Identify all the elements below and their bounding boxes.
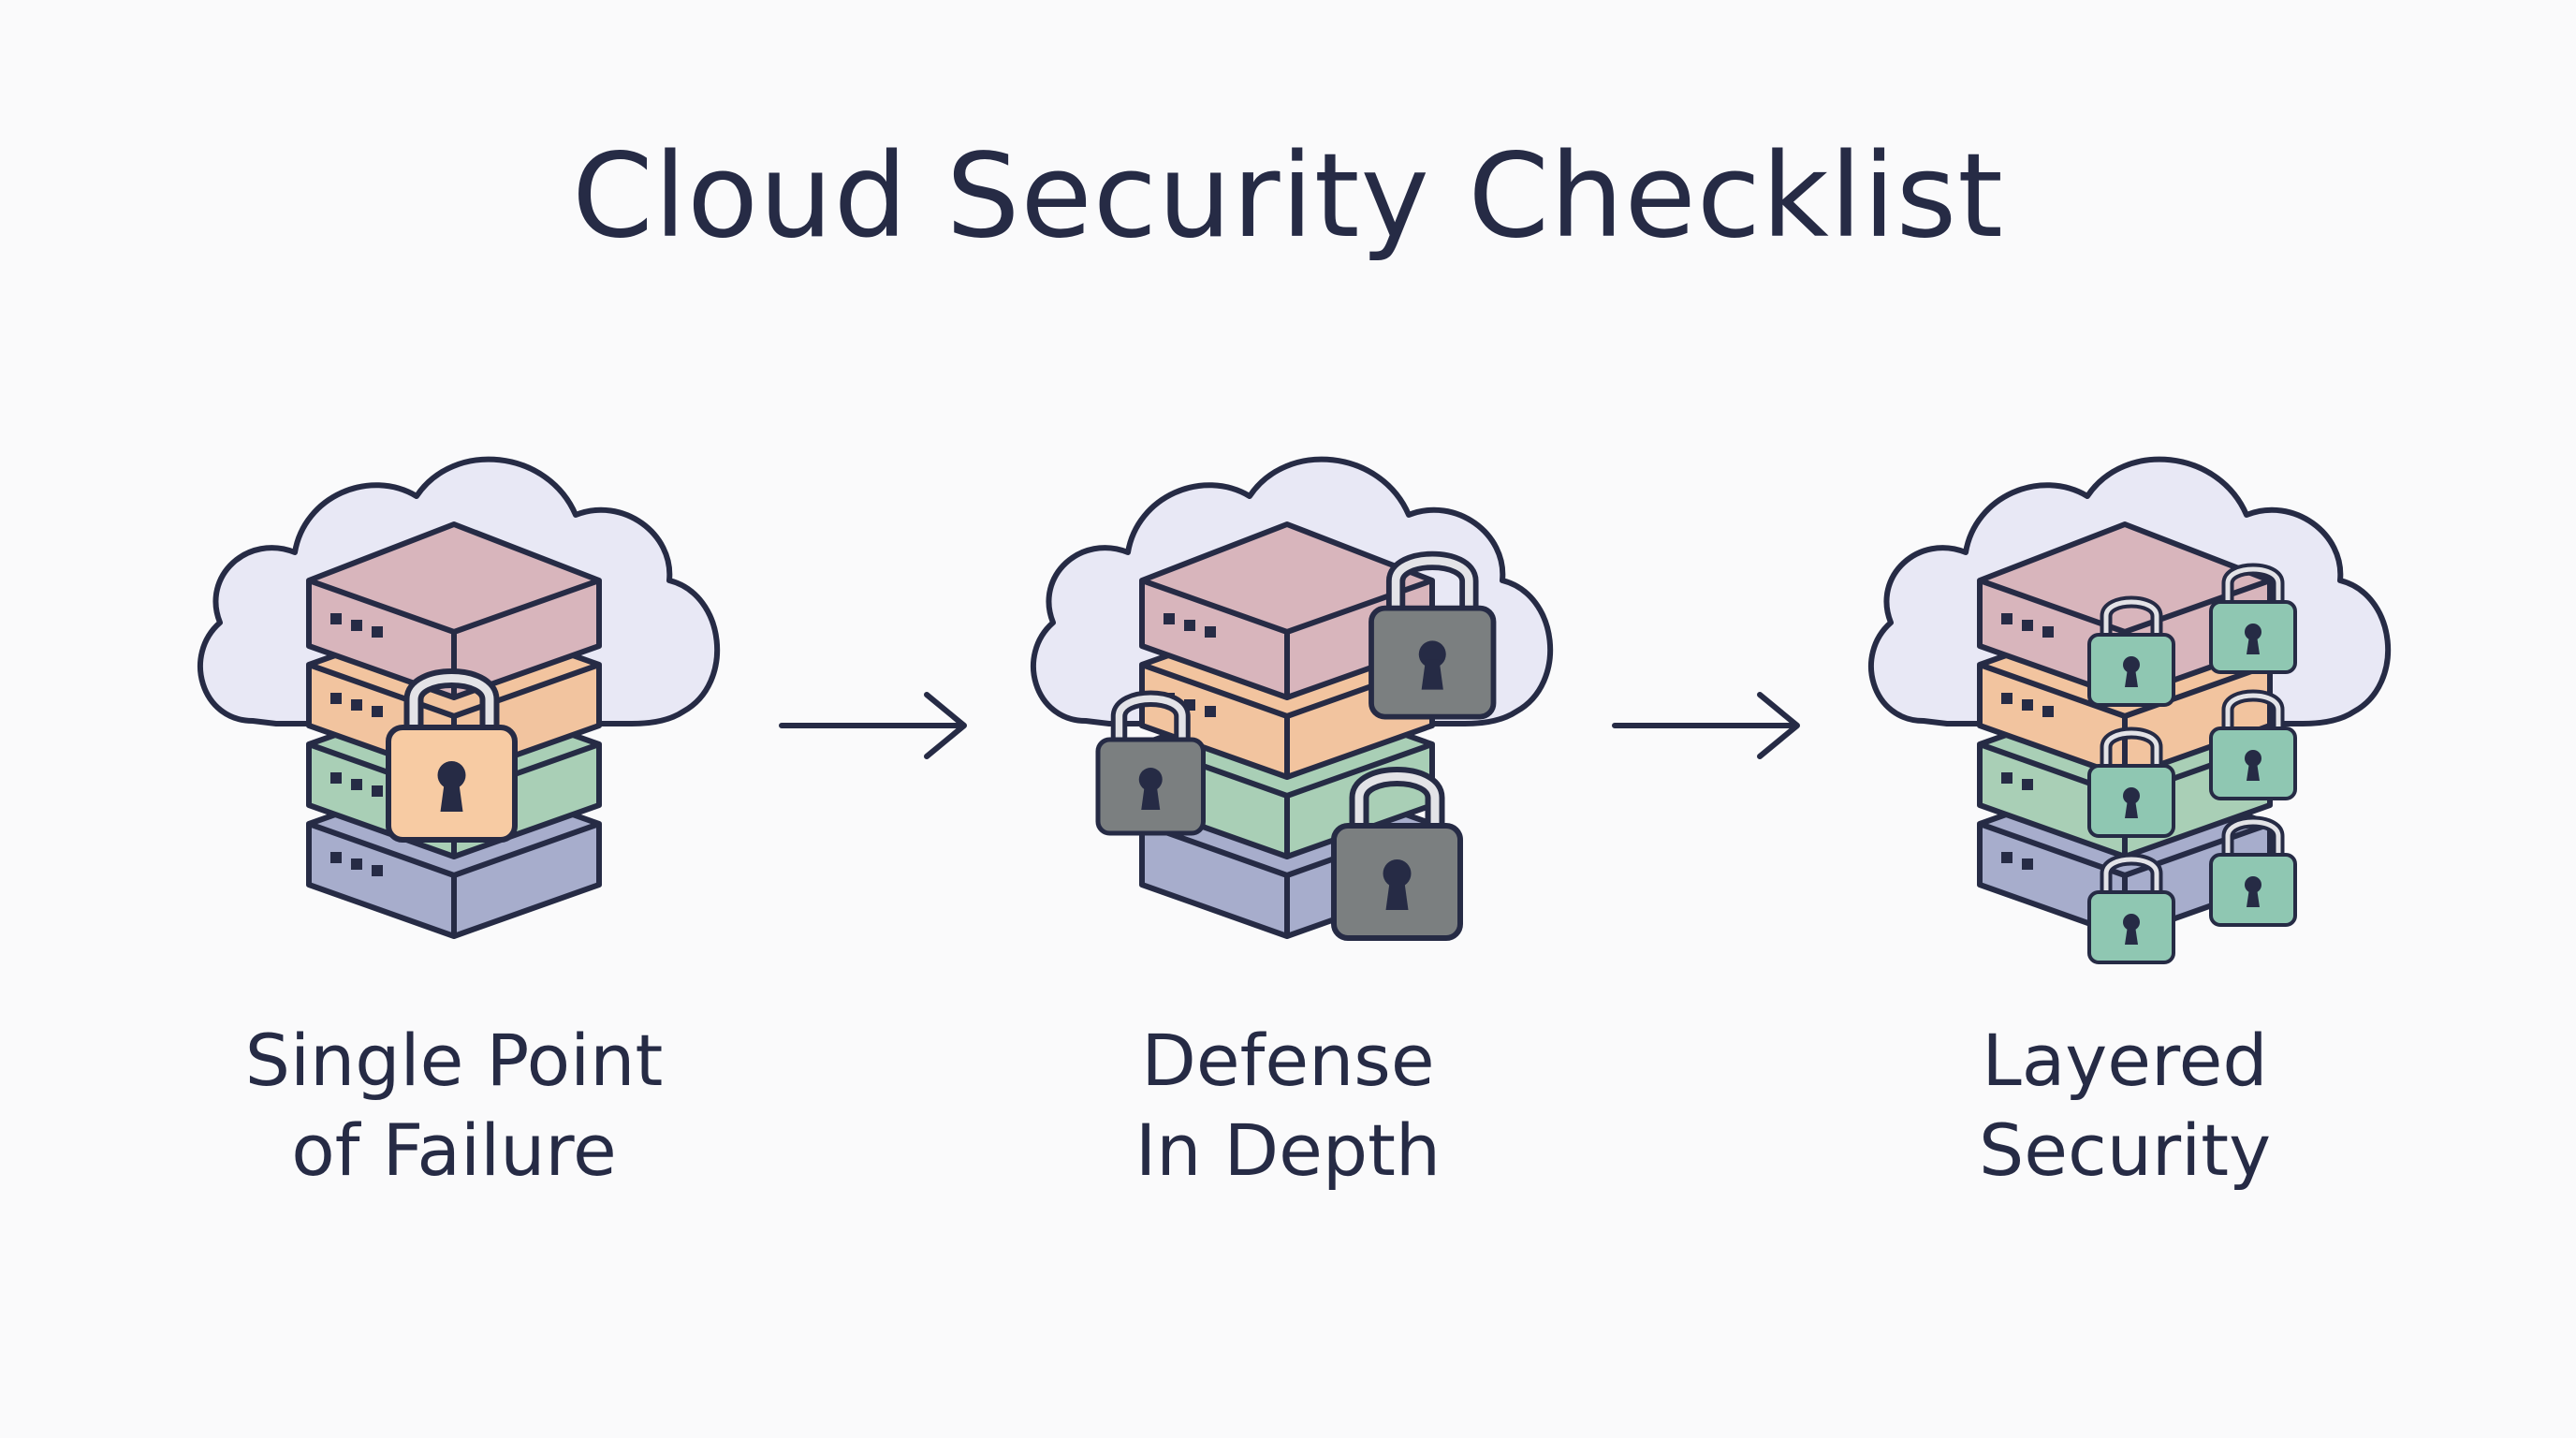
- padlock-icon: [386, 668, 518, 843]
- arrow-right-icon: [1612, 692, 1800, 759]
- stage-single-point-of-failure: [164, 412, 744, 1011]
- server-cloud-illustration: [1030, 456, 1554, 941]
- padlock-icon: [1368, 550, 1497, 720]
- server-cloud-illustration: [197, 456, 721, 939]
- padlock-icon: [2209, 563, 2297, 674]
- padlock-icon: [1095, 690, 1206, 836]
- server-cloud-illustration: [1867, 456, 2392, 964]
- stage-label-single-point: Single Point of Failure: [244, 1019, 664, 1192]
- server-stack-icon: [306, 521, 602, 939]
- page-title: Cloud Security Checklist: [572, 129, 2004, 264]
- stage-label-layered-security: Layered Security: [1978, 1019, 2272, 1192]
- stage-label-defense-in-depth: Defense In Depth: [1134, 1019, 1442, 1192]
- arrow-right-icon: [779, 692, 967, 759]
- padlock-icon: [2087, 595, 2175, 707]
- padlock-icon: [2209, 815, 2297, 927]
- stage-layered-security: [1835, 412, 2415, 1011]
- padlock-icon: [2209, 689, 2297, 800]
- padlock-icon: [2087, 853, 2175, 964]
- padlock-icon: [2087, 726, 2175, 838]
- padlock-icon: [1331, 767, 1463, 941]
- stage-defense-in-depth: [997, 412, 1577, 1011]
